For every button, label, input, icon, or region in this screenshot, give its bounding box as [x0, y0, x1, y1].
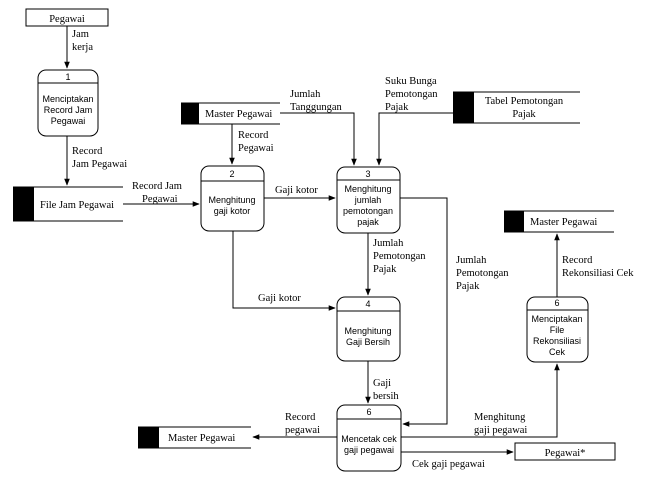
label-gaji-kotor-2: Gaji kotor — [258, 293, 301, 304]
flow-suku-bunga — [376, 112, 453, 166]
label-gaji-bersih: Gaji — [373, 378, 391, 389]
label-suku-bunga: Pajak — [385, 102, 409, 113]
store-label-line-1: Tabel Pemotongan — [485, 96, 564, 107]
process-6-rekonsiliasi: 6 Menciptakan File Rekonsiliasi Cek — [526, 296, 589, 363]
store-label: Master Pegawai — [168, 433, 235, 444]
store-label: Master Pegawai — [205, 109, 272, 120]
process-1: 1 Menciptakan Record Jam Pegawai — [37, 69, 99, 137]
store-master-pegawai-right: Master Pegawai — [504, 210, 614, 233]
label-jumlah-pemotongan-2: Pemotongan — [456, 268, 509, 279]
flow-menghitung-gaji — [401, 363, 560, 438]
store-master-pegawai-bottom: Master Pegawai — [138, 426, 251, 449]
process-label-line: Menghitung — [344, 184, 391, 194]
label-suku-bunga: Suku Bunga — [385, 76, 437, 87]
label-jumlah-pemotongan-1: Jumlah — [373, 238, 404, 249]
entity-pegawai-top: Pegawai — [25, 8, 109, 27]
label-record-rekonsiliasi: Rekonsiliasi Cek — [562, 268, 634, 279]
label-cek-gaji-pegawai: Cek gaji pegawai — [412, 459, 485, 470]
label-record-jam-pegawai: Jam Pegawai — [72, 159, 127, 170]
label-jam-kerja: Jam — [72, 29, 89, 40]
process-label-line: Cek — [549, 347, 566, 357]
label-record-pegawai: Pegawai — [238, 143, 274, 154]
label-record-pegawai-2: Record — [285, 412, 316, 423]
process-label-line: Rekonsiliasi — [533, 336, 581, 346]
label-record-pegawai-2: pegawai — [285, 425, 320, 436]
store-label: Master Pegawai — [530, 217, 597, 228]
label-jam-kerja: kerja — [72, 42, 93, 53]
label-jumlah-tanggungan: Tanggungan — [290, 102, 343, 113]
label-record-jam-pegawai: Record — [72, 146, 103, 157]
label-jumlah-pemotongan-2: Pajak — [456, 281, 480, 292]
process-label-line: gaji pegawai — [344, 445, 394, 455]
label-suku-bunga: Pemotongan — [385, 89, 438, 100]
process-3: 3 Menghitung jumlah pemotongan pajak — [336, 166, 401, 234]
process-label-line: Menciptakan — [42, 94, 93, 104]
process-number: 4 — [365, 299, 370, 309]
label-jumlah-pemotongan-1: Pajak — [373, 264, 397, 275]
flow-labels: Jam kerja Record Jam Pegawai Record Jam … — [72, 29, 634, 470]
process-4: 4 Menghitung Gaji Bersih — [336, 296, 401, 362]
label-jumlah-tanggungan: Jumlah — [290, 89, 321, 100]
label-record-jam-pegawai-2: Record Jam — [132, 181, 182, 192]
process-label-line: Menghitung — [344, 326, 391, 336]
process-label-line: Pegawai — [51, 116, 86, 126]
process-label-line: Menciptakan — [531, 314, 582, 324]
store-label-line-2: Pajak — [512, 109, 536, 120]
process-6-mencetak: 6 Mencetak cek gaji pegawai — [336, 404, 402, 472]
label-gaji-kotor-1: Gaji kotor — [275, 185, 318, 196]
flow-jumlah-pemotongan-2 — [400, 197, 448, 427]
process-number: 6 — [554, 298, 559, 308]
process-label-line: jumlah — [354, 195, 382, 205]
process-label-line: Gaji Bersih — [346, 337, 390, 347]
flow-jumlah-tanggungan — [280, 112, 357, 166]
entity-label: Pegawai* — [545, 448, 586, 459]
process-label-line: gaji kotor — [214, 206, 251, 216]
flow-arrows — [64, 26, 560, 455]
flow-gaji-kotor-2 — [232, 231, 336, 311]
label-gaji-bersih: bersih — [373, 391, 399, 402]
process-number: 3 — [365, 169, 370, 179]
label-record-jam-pegawai-2: Pegawai — [142, 194, 178, 205]
label-jumlah-pemotongan-2: Jumlah — [456, 255, 487, 266]
label-menghitung-gaji: gaji pegawai — [474, 425, 527, 436]
process-label-line: pemotongan — [343, 206, 393, 216]
label-jumlah-pemotongan-1: Pemotongan — [373, 251, 426, 262]
process-number: 2 — [229, 169, 234, 179]
process-label-line: Record Jam — [44, 105, 93, 115]
entity-pegawai-bottom: Pegawai* — [514, 442, 616, 461]
label-record-rekonsiliasi: Record — [562, 255, 593, 266]
process-number: 6 — [366, 407, 371, 417]
entity-label: Pegawai — [49, 14, 85, 25]
label-record-pegawai: Record — [238, 130, 269, 141]
process-label-line: pajak — [357, 217, 379, 227]
process-label-line: Menghitung — [208, 195, 255, 205]
process-label-line: Mencetak cek — [341, 434, 397, 444]
store-master-pegawai-top: Master Pegawai — [181, 102, 280, 125]
process-number: 1 — [65, 72, 70, 82]
store-file-jam-pegawai: File Jam Pegawai — [13, 186, 123, 222]
process-2: 2 Menghitung gaji kotor — [200, 165, 265, 232]
process-label-line: File — [550, 325, 565, 335]
label-menghitung-gaji: Menghitung — [474, 412, 526, 423]
store-tabel-pemotongan-pajak: Tabel Pemotongan Pajak — [453, 91, 580, 124]
store-label: File Jam Pegawai — [40, 200, 114, 211]
